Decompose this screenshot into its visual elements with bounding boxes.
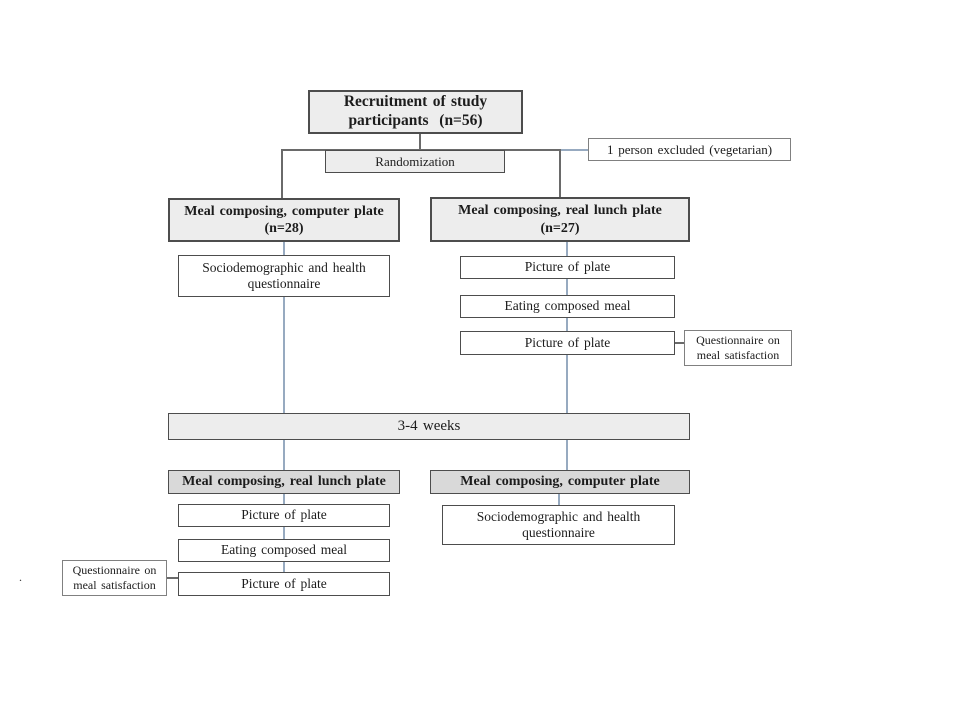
washout-period-box: 3-4 weeks [168,413,690,440]
eating-composed-meal-box: Eating composed meal [460,295,675,318]
meal-satisfaction-questionnaire-box: Questionnaire on meal satisfaction [62,560,167,596]
note-label: Questionnaire on meal satisfaction [696,333,780,362]
phase1-real-plate-header: Meal composing, real lunch plate (n=27) [430,197,690,242]
exclusion-note-label: 1 person excluded (vegetarian) [606,141,773,157]
picture-of-plate-box: Picture of plate [178,504,390,527]
randomization-box: Randomization [325,150,505,173]
washout-label: 3-4 weeks [397,418,461,435]
connector-line [566,242,568,257]
step-label: Eating composed meal [221,542,347,558]
phase1-left-n: (n=28) [264,221,304,236]
picture-of-plate-box: Picture of plate [178,572,390,596]
step-label: Sociodemographic and health questionnair… [476,508,641,540]
picture-of-plate-box: Picture of plate [460,256,675,279]
connector-line [419,133,421,151]
connector-line [566,279,568,296]
phase1-left-title: Meal composing, computer plate [184,203,384,219]
stray-period-mark: . [19,570,22,584]
exclusion-note-box: 1 person excluded (vegetarian) [588,138,791,161]
recruitment-box: Recruitment of study participants (n=56) [308,90,523,134]
phase1-right-title: Meal composing, real lunch plate [458,203,662,219]
eating-composed-meal-box: Eating composed meal [178,539,390,562]
connector-line [283,494,285,505]
phase1-right-n: (n=27) [540,220,580,236]
step-label: Sociodemographic and health questionnair… [202,259,366,291]
phase2-right-title: Meal composing, computer plate [460,474,660,490]
connector-line [283,562,285,573]
sociodemographic-questionnaire-box: Sociodemographic and health questionnair… [178,255,390,297]
connector-line [561,149,588,151]
phase2-computer-plate-header: Meal composing, computer plate [430,470,690,494]
step-label: Picture of plate [241,575,327,591]
picture-of-plate-box: Picture of plate [460,331,675,355]
connector-line [675,342,684,344]
note-label: Questionnaire on meal satisfaction [72,563,157,592]
phase2-real-plate-header: Meal composing, real lunch plate [168,470,400,494]
connector-line [283,242,285,256]
connector-line [283,297,285,414]
connector-line [167,577,179,579]
step-label: Eating composed meal [504,298,631,314]
meal-satisfaction-questionnaire-box: Questionnaire on meal satisfaction [684,330,792,366]
connector-line [558,494,560,506]
step-label: Picture of plate [241,507,327,523]
connector-line [566,440,568,471]
step-label: Picture of plate [524,259,611,275]
phase2-left-title: Meal composing, real lunch plate [182,474,386,490]
connector-line [283,527,285,540]
phase1-computer-plate-header: Meal composing, computer plate (n=28) [168,198,400,242]
connector-line [559,149,561,198]
sociodemographic-questionnaire-box: Sociodemographic and health questionnair… [442,505,675,545]
recruitment-line2: participants (n=56) [348,112,483,129]
recruitment-line1: Recruitment of study [343,93,488,111]
step-label: Picture of plate [524,334,611,350]
connector-line [283,440,285,471]
connector-line [281,149,283,199]
connector-line [566,355,568,414]
connector-line [566,318,568,332]
randomization-label: Randomization [375,153,455,169]
